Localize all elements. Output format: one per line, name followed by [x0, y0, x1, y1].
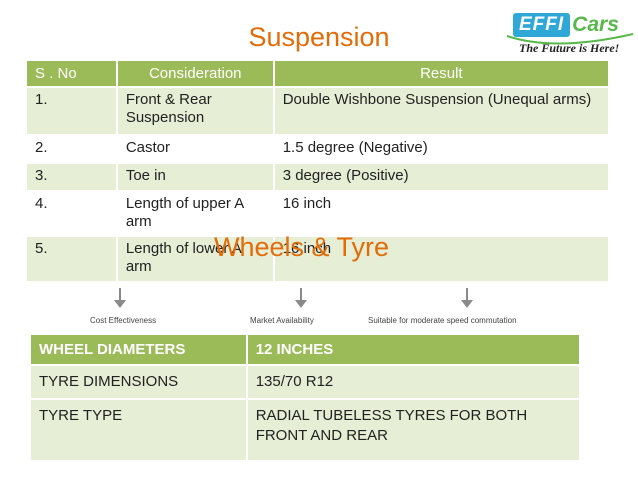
- logo-swoosh-icon: [506, 33, 634, 45]
- cell-sno: 3.: [27, 163, 118, 192]
- col-header-sno: S . No: [27, 61, 118, 88]
- logo-wordmark: EFFI Cars: [513, 12, 619, 38]
- cell-sno: 5.: [27, 236, 118, 283]
- cell-consideration: Length of upper A arm: [116, 191, 275, 237]
- table-row: 5. Length of lower A arm 16 inch: [27, 236, 611, 283]
- table-header-row: WHEEL DIAMETERS 12 INCHES: [31, 335, 582, 366]
- cell-consideration: Length of lower A arm: [116, 236, 275, 283]
- table-row: 4. Length of upper A arm 16 inch: [27, 191, 611, 237]
- effi-cars-logo: EFFI Cars The Future is Here!: [505, 12, 638, 58]
- cell-consideration: Castor: [116, 135, 275, 164]
- cell-sno: 1.: [27, 87, 118, 136]
- table-row: 3. Toe in 3 degree (Positive): [27, 163, 611, 192]
- strip-label-market: Market Availability: [250, 316, 314, 325]
- col-header-result: Result: [273, 61, 611, 88]
- table-row: 1. Front & Rear Suspension Double Wishbo…: [27, 87, 611, 136]
- logo-brand-right: Cars: [572, 13, 619, 36]
- cell-result: 16 inch: [273, 191, 611, 237]
- section-subtitle: Wheels & Tyre: [214, 232, 390, 262]
- cell-result: 16 inch: [273, 236, 611, 283]
- table-row: 2. Castor 1.5 degree (Negative): [27, 135, 611, 164]
- cell-consideration: Toe in: [116, 163, 275, 192]
- cell-result: 3 degree (Positive): [273, 163, 611, 192]
- cell-result: Double Wishbone Suspension (Unequal arms…: [273, 87, 611, 136]
- down-arrows-icon: [114, 288, 473, 308]
- cell-sno: 2.: [27, 135, 118, 164]
- wheel-tyre-table: WHEEL DIAMETERS 12 INCHES TYRE DIMENSION…: [31, 335, 582, 462]
- col-header-consideration: Consideration: [116, 61, 275, 88]
- cell-consideration: Front & Rear Suspension: [116, 87, 275, 136]
- suspension-table: S . No Consideration Result 1. Front & R…: [27, 61, 611, 283]
- feature-strip: Cost Effectiveness Market Availability S…: [0, 288, 638, 328]
- table-row: TYRE DIMENSIONS 135/70 R12: [31, 365, 582, 400]
- cell-value: 12 INCHES: [246, 335, 582, 366]
- logo-tagline: The Future is Here!: [519, 41, 620, 55]
- cell-result: 1.5 degree (Negative): [273, 135, 611, 164]
- cell-sno: 4.: [27, 191, 118, 237]
- cell-label: TYRE DIMENSIONS: [31, 365, 248, 400]
- cell-value: 135/70 R12: [246, 365, 582, 400]
- cell-value: RADIAL TUBELESS TYRES FOR BOTH FRONT AND…: [246, 399, 582, 462]
- table-header-row: S . No Consideration Result: [27, 61, 611, 88]
- cell-label: TYRE TYPE: [31, 399, 248, 462]
- strip-label-speed: Suitable for moderate speed commutation: [368, 316, 517, 325]
- page-title: Suspension: [248, 22, 390, 52]
- table-row: TYRE TYPE RADIAL TUBELESS TYRES FOR BOTH…: [31, 399, 582, 462]
- cell-label: WHEEL DIAMETERS: [31, 335, 248, 366]
- strip-label-cost: Cost Effectiveness: [90, 316, 157, 325]
- logo-brand-left: EFFI: [513, 13, 571, 37]
